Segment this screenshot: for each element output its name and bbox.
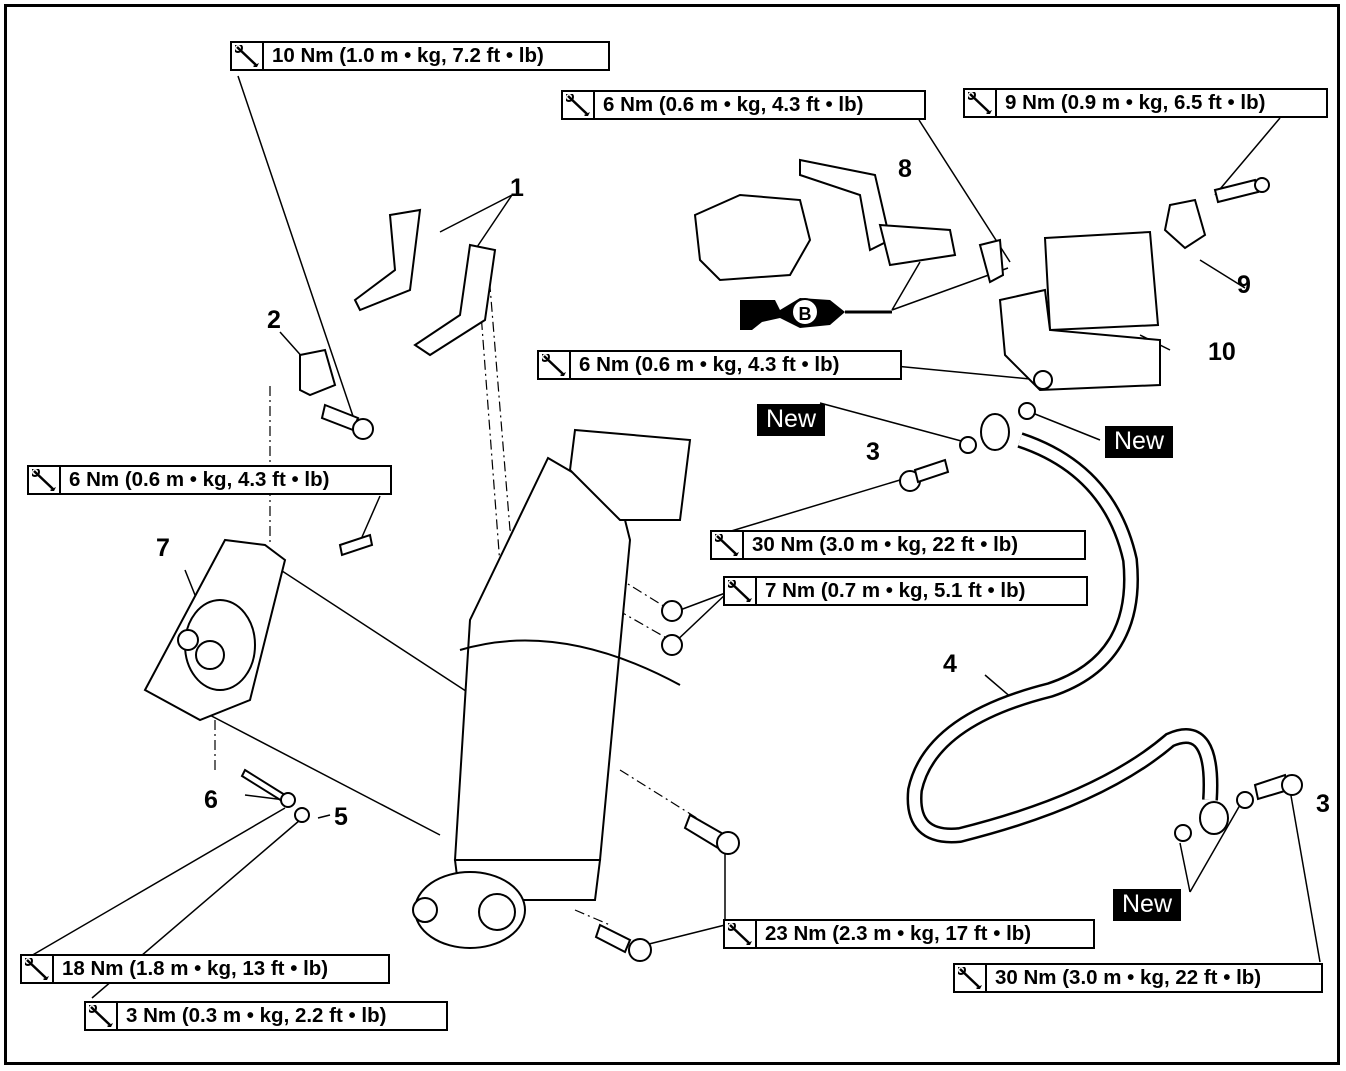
new-part-tag: New [1113, 889, 1182, 921]
torque-spec-t3: 9 Nm (0.9 m • kg, 6.5 ft • lb) [963, 88, 1328, 118]
part-number: 9 [1237, 271, 1251, 299]
part-number: 2 [267, 306, 281, 334]
part-number: 7 [156, 534, 170, 562]
torque-spec-t8: 23 Nm (2.3 m • kg, 17 ft • lb) [723, 919, 1095, 949]
part-number: 10 [1208, 338, 1236, 366]
torque-wrench-icon [712, 532, 744, 558]
torque-wrench-icon [232, 43, 264, 69]
diagram-frame [4, 4, 1340, 1065]
torque-spec-label: 18 Nm (1.8 m • kg, 13 ft • lb) [62, 957, 329, 980]
torque-wrench-icon [725, 921, 757, 947]
part-shapes [143, 158, 1303, 962]
torque-spec-label: 3 Nm (0.3 m • kg, 2.2 ft • lb) [126, 1004, 387, 1027]
torque-spec-label: 6 Nm (0.6 m • kg, 4.3 ft • lb) [579, 353, 840, 376]
torque-spec-t4: 6 Nm (0.6 m • kg, 4.3 ft • lb) [537, 350, 902, 380]
torque-spec-label: 9 Nm (0.9 m • kg, 6.5 ft • lb) [1005, 91, 1266, 114]
torque-spec-label: 30 Nm (3.0 m • kg, 22 ft • lb) [995, 966, 1262, 989]
torque-spec-t11: 3 Nm (0.3 m • kg, 2.2 ft • lb) [84, 1001, 448, 1031]
torque-wrench-icon [563, 92, 595, 118]
torque-wrench-icon [539, 352, 571, 378]
part-number: 3 [1316, 790, 1330, 818]
new-part-tag: New [1105, 426, 1174, 458]
torque-spec-t5: 6 Nm (0.6 m • kg, 4.3 ft • lb) [27, 465, 392, 495]
torque-spec-label: 10 Nm (1.0 m • kg, 7.2 ft • lb) [272, 44, 544, 67]
part-number: 3 [866, 438, 880, 466]
torque-spec-label: 30 Nm (3.0 m • kg, 22 ft • lb) [752, 533, 1019, 556]
torque-spec-label: 6 Nm (0.6 m • kg, 4.3 ft • lb) [69, 468, 330, 491]
torque-spec-t10: 18 Nm (1.8 m • kg, 13 ft • lb) [20, 954, 390, 984]
torque-wrench-icon [29, 467, 61, 493]
torque-wrench-icon [86, 1003, 118, 1029]
torque-spec-t9: 30 Nm (3.0 m • kg, 22 ft • lb) [953, 963, 1323, 993]
part-number: 8 [898, 155, 912, 183]
grease-symbol-letter: B [799, 304, 812, 324]
torque-spec-t7: 7 Nm (0.7 m • kg, 5.1 ft • lb) [723, 576, 1088, 606]
new-part-tag: New [757, 404, 826, 436]
torque-spec-t2: 6 Nm (0.6 m • kg, 4.3 ft • lb) [561, 90, 926, 120]
part-number: 4 [943, 650, 957, 678]
torque-spec-label: 6 Nm (0.6 m • kg, 4.3 ft • lb) [603, 93, 864, 116]
torque-wrench-icon [725, 578, 757, 604]
torque-spec-t6: 30 Nm (3.0 m • kg, 22 ft • lb) [710, 530, 1086, 560]
torque-wrench-icon [965, 90, 997, 116]
torque-spec-label: 7 Nm (0.7 m • kg, 5.1 ft • lb) [765, 579, 1026, 602]
part-number: 5 [334, 803, 348, 831]
torque-wrench-icon [955, 965, 987, 991]
torque-spec-label: 23 Nm (2.3 m • kg, 17 ft • lb) [765, 922, 1032, 945]
torque-wrench-icon [22, 956, 54, 982]
torque-spec-t1: 10 Nm (1.0 m • kg, 7.2 ft • lb) [230, 41, 610, 71]
grease-gun-icon: B [740, 298, 892, 330]
part-number: 6 [204, 786, 218, 814]
part-number: 1 [510, 174, 524, 202]
